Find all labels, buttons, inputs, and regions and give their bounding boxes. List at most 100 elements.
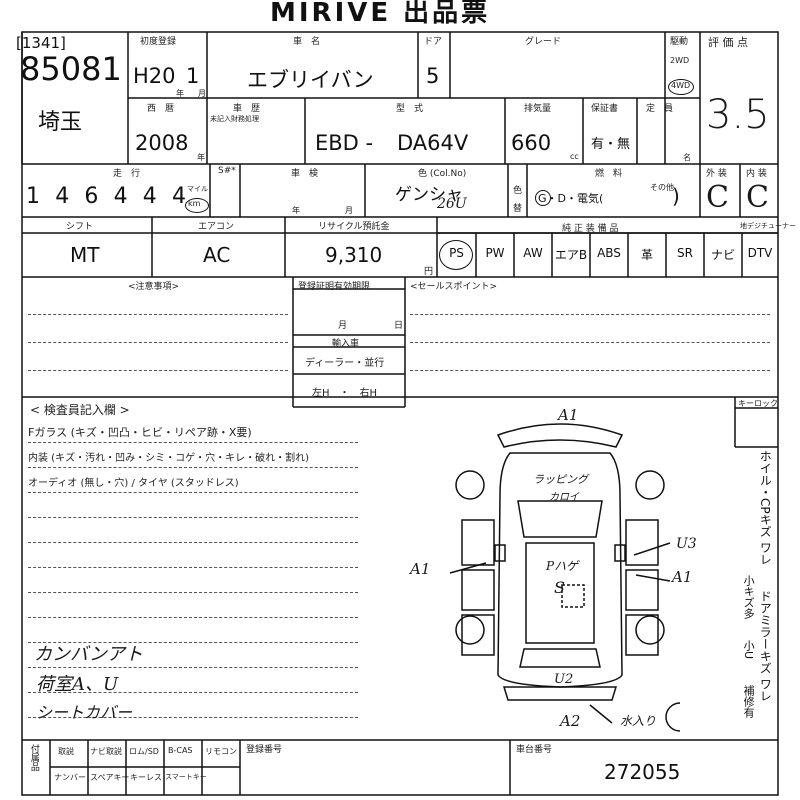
fuel-options: G・D・電気( (538, 192, 604, 205)
mile-unit: マイル (187, 185, 208, 193)
dealer-option: ディーラー・並行 (305, 358, 385, 369)
notes-line (28, 370, 288, 371)
model-code: DA64V (397, 131, 469, 155)
inspector-line (28, 517, 358, 518)
annotation-arrow (633, 542, 671, 556)
chassis-no-label: 車台番号 (516, 745, 553, 755)
note-a1-left: A1 (410, 560, 431, 578)
front-bumper-shape (496, 423, 624, 448)
equipment-item: ナビ (710, 248, 735, 262)
aircon-value: AC (203, 243, 231, 267)
grade-label: グレード (525, 37, 562, 47)
sales-line (410, 370, 770, 371)
bottom-item: ロム/SD (129, 747, 159, 756)
tire-front-left (455, 470, 485, 500)
note-a1-top: A1 (558, 406, 579, 424)
interior-label: 内 装 (746, 169, 767, 179)
annotation-arrow (635, 574, 671, 582)
inspector-line (28, 567, 358, 568)
recycle-value: 9,310 (325, 243, 383, 267)
shaken-month: 月 (345, 206, 353, 215)
note-wrapping: ラッピング (533, 473, 588, 486)
inspector-line (28, 442, 358, 443)
region: 埼玉 (38, 110, 83, 135)
notes-label: <注意事項> (128, 282, 180, 292)
bottom-item: ナビ取説 (90, 747, 122, 756)
note-s-mark: S (554, 578, 565, 597)
note-a2: A2 (560, 712, 581, 730)
audio-line: オーディオ (無し・穴) / タイヤ (スタッドレス) (28, 478, 239, 489)
warranty-options: 有・無 (591, 137, 631, 152)
car-name-label: 車 名 (293, 37, 321, 47)
note-u2: U2 (554, 672, 574, 687)
note-p-hage: Pハゲ (546, 559, 579, 573)
navi-tuner-label: 地デジチューナー (740, 222, 796, 230)
inspector-line (28, 717, 358, 718)
tire-rear-right (635, 615, 665, 645)
note-u3: U3 (676, 536, 697, 552)
sheet-title: MIRIVE 出品票 (270, 0, 491, 28)
aircon-label: エアコン (198, 222, 235, 232)
exterior-label: 外 装 (706, 169, 727, 179)
shift-label: シフト (66, 222, 94, 232)
inspector-line (28, 642, 358, 643)
side-note: ホイル・CPキズ ワレ (758, 450, 773, 566)
first-reg-label: 初度登録 (140, 37, 177, 47)
side-note: ドアミラーキズ ワレ (758, 590, 773, 702)
equipment-item: AW (523, 246, 543, 260)
year-unit-2: 年 (197, 153, 205, 162)
rekishi-sub: 未記入財務処理 (210, 115, 259, 123)
mileage-digit: 4 (142, 184, 157, 209)
inspector-line (28, 692, 358, 693)
inspector-line (28, 667, 358, 668)
model-prefix: EBD - (315, 131, 374, 155)
era-value: H20 (133, 64, 176, 88)
displacement-label: 排気量 (524, 104, 552, 114)
s-label: S#* (218, 166, 236, 176)
car-diagram (449, 423, 680, 732)
year-unit: 年 (176, 89, 184, 98)
fuel-g-circle (535, 190, 551, 206)
roof-mark (561, 584, 585, 608)
km-unit: km (188, 199, 201, 208)
model-label: 型 式 (396, 104, 424, 114)
bottom-item: キーレス (130, 773, 162, 782)
km-circle (185, 198, 209, 213)
lot-code: [1341] (16, 34, 66, 52)
equipment-item: エアB (554, 248, 588, 262)
reg-day: 日 (394, 321, 404, 331)
rekishi-label: 車 歴 (233, 104, 261, 114)
annotation-arrow (589, 704, 613, 724)
bottom-item: 取説 (58, 747, 74, 756)
equipment-item: PS (449, 246, 464, 260)
handwritten-note: 荷室A、U (36, 674, 119, 695)
reg-deadline-label: 登録証明有効期限 (298, 282, 371, 292)
displacement-value: 660 (511, 131, 552, 155)
annotation-arrow (449, 562, 487, 574)
car-name-value: エブリイバン (247, 68, 374, 92)
roof-shape (525, 542, 595, 644)
right-rear-door (625, 569, 659, 611)
right-mirror (614, 544, 626, 562)
rear-bumper-shape (502, 686, 618, 701)
reg-month: 月 (338, 321, 348, 331)
note-mizuiri: 水入り (620, 714, 657, 728)
shaken-label: 車 検 (291, 169, 319, 179)
month-value: 1 (186, 64, 200, 88)
color-value: ゲンシャ (395, 185, 463, 205)
bottom-item: リモコン (205, 747, 237, 756)
left-rear-door (461, 569, 495, 611)
fuel-label: 燃 料 (595, 169, 623, 179)
capacity-label: 定 員 (646, 104, 674, 114)
side-note: 補修有 (742, 685, 756, 718)
recycle-label: リサイクル預託金 (318, 222, 390, 232)
bottom-item: スマートキー (165, 773, 207, 781)
glass-line: Fガラス (キズ・凹凸・ヒビ・リペア跡・X要) (28, 426, 252, 439)
rear-window-shape (519, 648, 601, 668)
equipment-item: SR (677, 246, 693, 260)
side-note: 小U (742, 640, 756, 660)
side-note: 小キズ多 (742, 575, 756, 619)
equipment-label: 純 正 装 備 品 (562, 224, 619, 234)
